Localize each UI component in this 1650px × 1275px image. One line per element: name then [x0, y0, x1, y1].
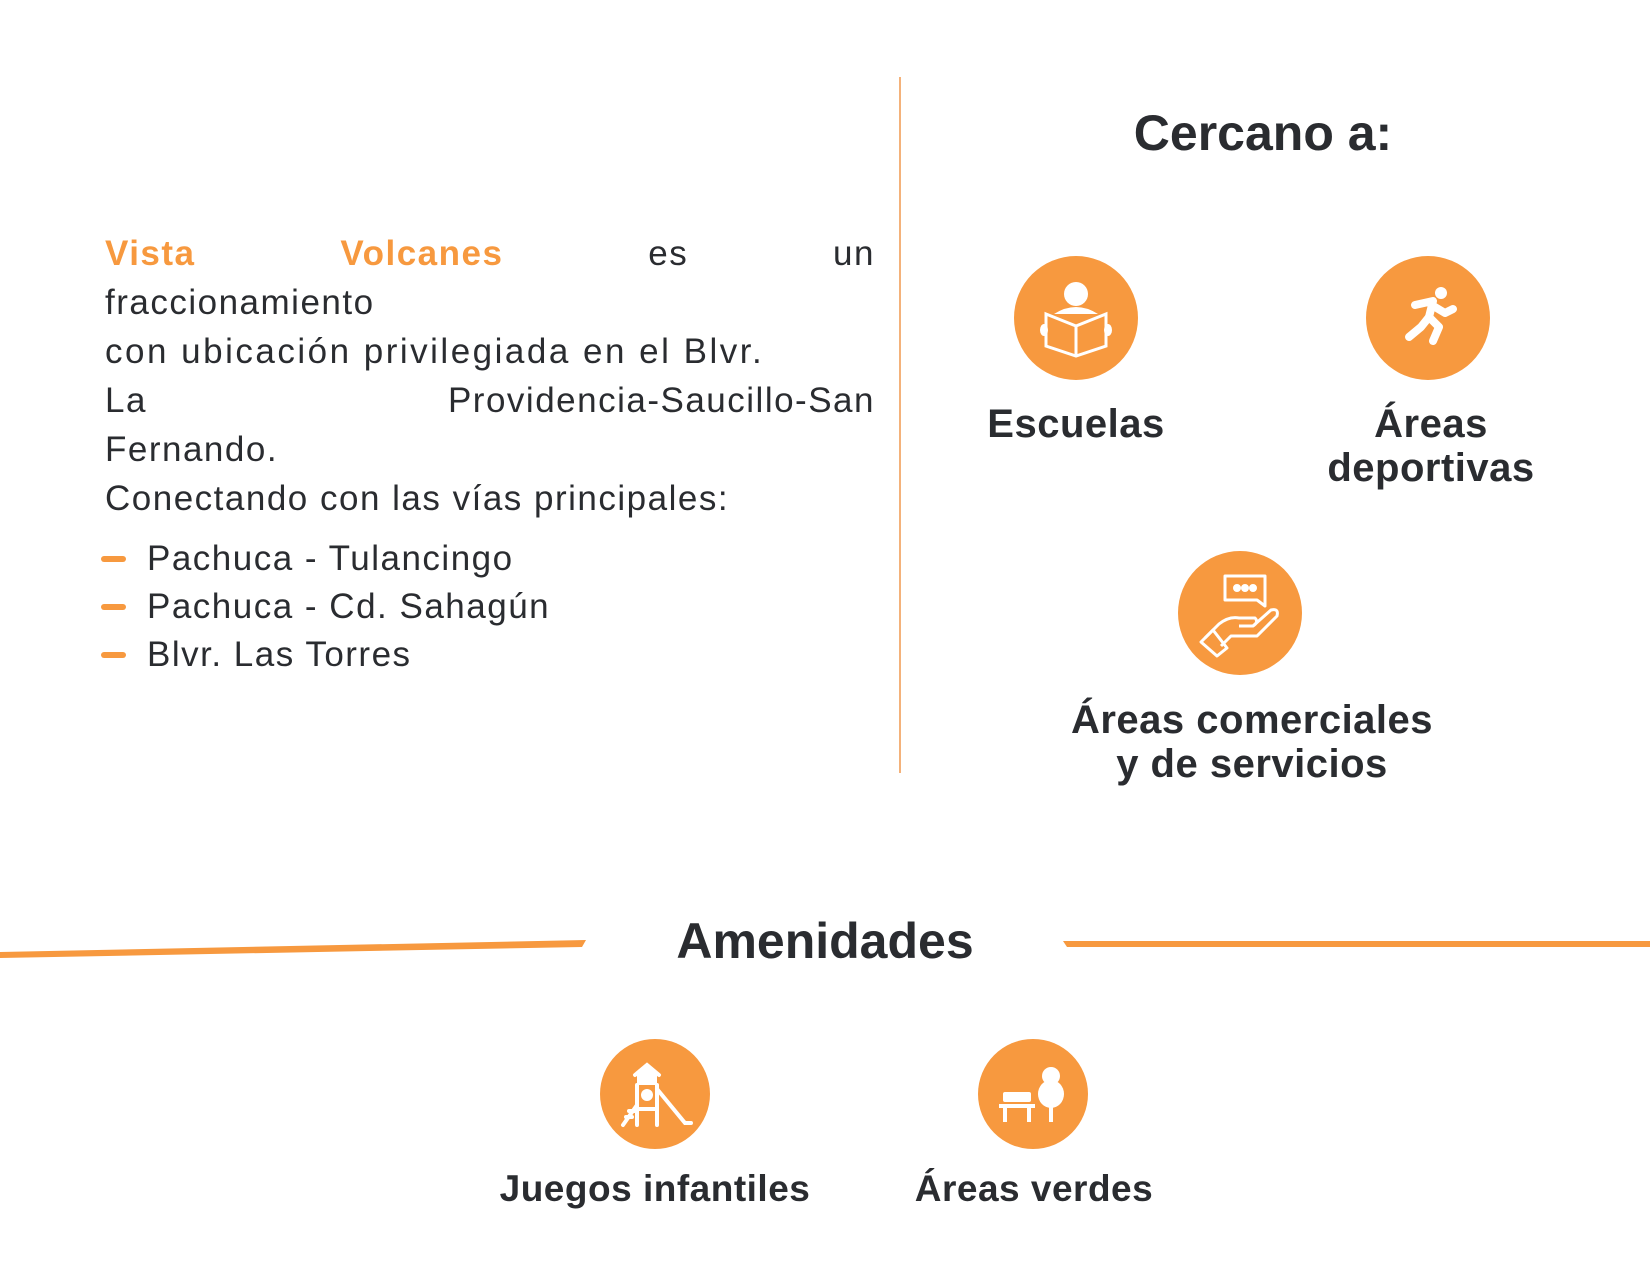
playground-slide-icon	[600, 1039, 710, 1149]
intro-word: Providencia-Saucillo-San	[447, 381, 875, 420]
bullet-dash	[101, 652, 126, 658]
brand-word-2: Volcanes	[340, 234, 504, 273]
intro-line-3-text: con ubicación privilegiada en el Blvr.	[105, 332, 765, 371]
divider-line-right	[1063, 941, 1650, 947]
intro-word: un	[833, 234, 875, 273]
intro-line-1: Vista Volcanes es un	[105, 236, 875, 271]
intro-line-5a: Fernando.	[105, 430, 279, 469]
nearby-label-comerciales: Áreas comerciales y de servicios	[1071, 698, 1433, 786]
nearby-label-deportivas: Áreas deportivas	[1327, 402, 1534, 490]
divider-vertical	[899, 77, 901, 773]
amenities-title: Amenidades	[676, 913, 974, 969]
label-line: deportivas	[1327, 446, 1535, 490]
bullet-dash	[101, 556, 126, 562]
amenities-divider-lines	[0, 940, 1650, 958]
amenity-label-verdes: Áreas verdes	[914, 1168, 1154, 1209]
road-item: Pachuca - Tulancingo	[147, 539, 514, 578]
nearby-title: Cercano a:	[1133, 105, 1393, 161]
road-item: Blvr. Las Torres	[147, 635, 412, 674]
bullet-dash	[101, 604, 126, 610]
road-item: Pachuca - Cd. Sahagún	[147, 587, 551, 626]
brand-word-1: Vista	[105, 234, 196, 273]
intro-line-2: fraccionamiento	[105, 283, 375, 322]
label-line: y de servicios	[1116, 742, 1388, 786]
intro-line-4: La Providencia-Saucillo-San	[105, 383, 875, 418]
intro-word: La	[105, 381, 147, 420]
intro-line-3: con ubicación privilegiada en el Blvr.	[105, 334, 875, 369]
label-line: Áreas	[1374, 402, 1488, 446]
intro-word: es	[648, 234, 689, 273]
running-person-icon	[1366, 256, 1490, 380]
amenity-label-juegos: Juegos infantiles	[499, 1168, 811, 1209]
reading-person-icon	[1014, 256, 1138, 380]
label-line: Áreas comerciales	[1070, 698, 1434, 742]
nearby-label-escuelas: Escuelas	[987, 402, 1165, 446]
intro-line-5b: Conectando con las vías principales:	[105, 479, 730, 518]
bench-tree-icon	[978, 1039, 1088, 1149]
divider-line-left	[0, 940, 586, 958]
hand-chat-icon	[1178, 551, 1302, 675]
